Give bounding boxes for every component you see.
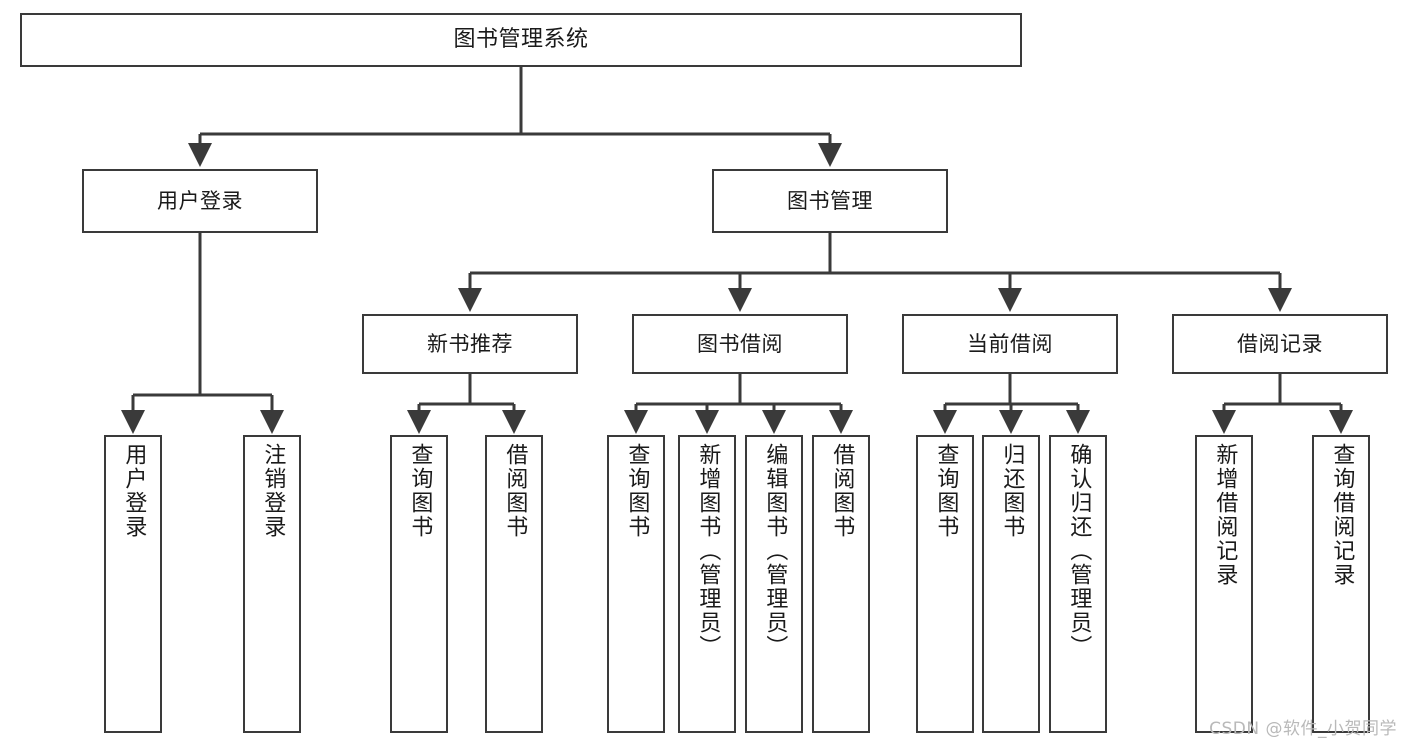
leaf-add-borrow-record[interactable]: 新增借阅记录: [1195, 435, 1253, 733]
node-label: 借阅图书: [502, 443, 528, 539]
node-label: 注销登录: [260, 443, 286, 539]
node-user-login[interactable]: 用户登录: [82, 169, 318, 233]
node-label: 查询借阅记录: [1329, 443, 1355, 587]
node-label: 查询图书: [933, 443, 959, 539]
node-new-book-recommend[interactable]: 新书推荐: [362, 314, 578, 374]
csdn-watermark: CSDN @软件_小贺同学: [1209, 719, 1397, 739]
node-label: 借阅记录: [1237, 331, 1323, 356]
node-borrow-record[interactable]: 借阅记录: [1172, 314, 1388, 374]
leaf-borrow-book[interactable]: 借阅图书: [812, 435, 870, 733]
node-root-system[interactable]: 图书管理系统: [20, 13, 1022, 67]
leaf-query-borrow-record[interactable]: 查询借阅记录: [1312, 435, 1370, 733]
node-label: 归还图书: [999, 443, 1025, 539]
node-label: 新增图书（管理员）: [695, 443, 721, 659]
node-book-manage[interactable]: 图书管理: [712, 169, 948, 233]
leaf-query-book-recommend[interactable]: 查询图书: [390, 435, 448, 733]
node-label: 确认归还（管理员）: [1066, 443, 1092, 659]
node-label: 查询图书: [407, 443, 433, 539]
node-label: 用户登录: [157, 188, 243, 213]
leaf-confirm-return-admin[interactable]: 确认归还（管理员）: [1049, 435, 1107, 733]
node-label: 查询图书: [624, 443, 650, 539]
node-label: 图书管理系统: [453, 27, 589, 53]
node-label: 编辑图书（管理员）: [762, 443, 788, 659]
node-label: 用户登录: [121, 443, 147, 539]
leaf-edit-book-admin[interactable]: 编辑图书（管理员）: [745, 435, 803, 733]
leaf-query-book-borrow[interactable]: 查询图书: [607, 435, 665, 733]
leaf-query-book-current[interactable]: 查询图书: [916, 435, 974, 733]
leaf-add-book-admin[interactable]: 新增图书（管理员）: [678, 435, 736, 733]
node-book-borrow[interactable]: 图书借阅: [632, 314, 848, 374]
leaf-borrow-book-recommend[interactable]: 借阅图书: [485, 435, 543, 733]
node-label: 新书推荐: [427, 331, 513, 356]
node-label: 新增借阅记录: [1212, 443, 1238, 587]
node-current-borrow[interactable]: 当前借阅: [902, 314, 1118, 374]
leaf-return-book[interactable]: 归还图书: [982, 435, 1040, 733]
node-label: 图书管理: [787, 188, 873, 213]
leaf-user-login[interactable]: 用户登录: [104, 435, 162, 733]
leaf-logout-login[interactable]: 注销登录: [243, 435, 301, 733]
node-label: 借阅图书: [829, 443, 855, 539]
node-label: 图书借阅: [697, 331, 783, 356]
node-label: 当前借阅: [967, 331, 1053, 356]
